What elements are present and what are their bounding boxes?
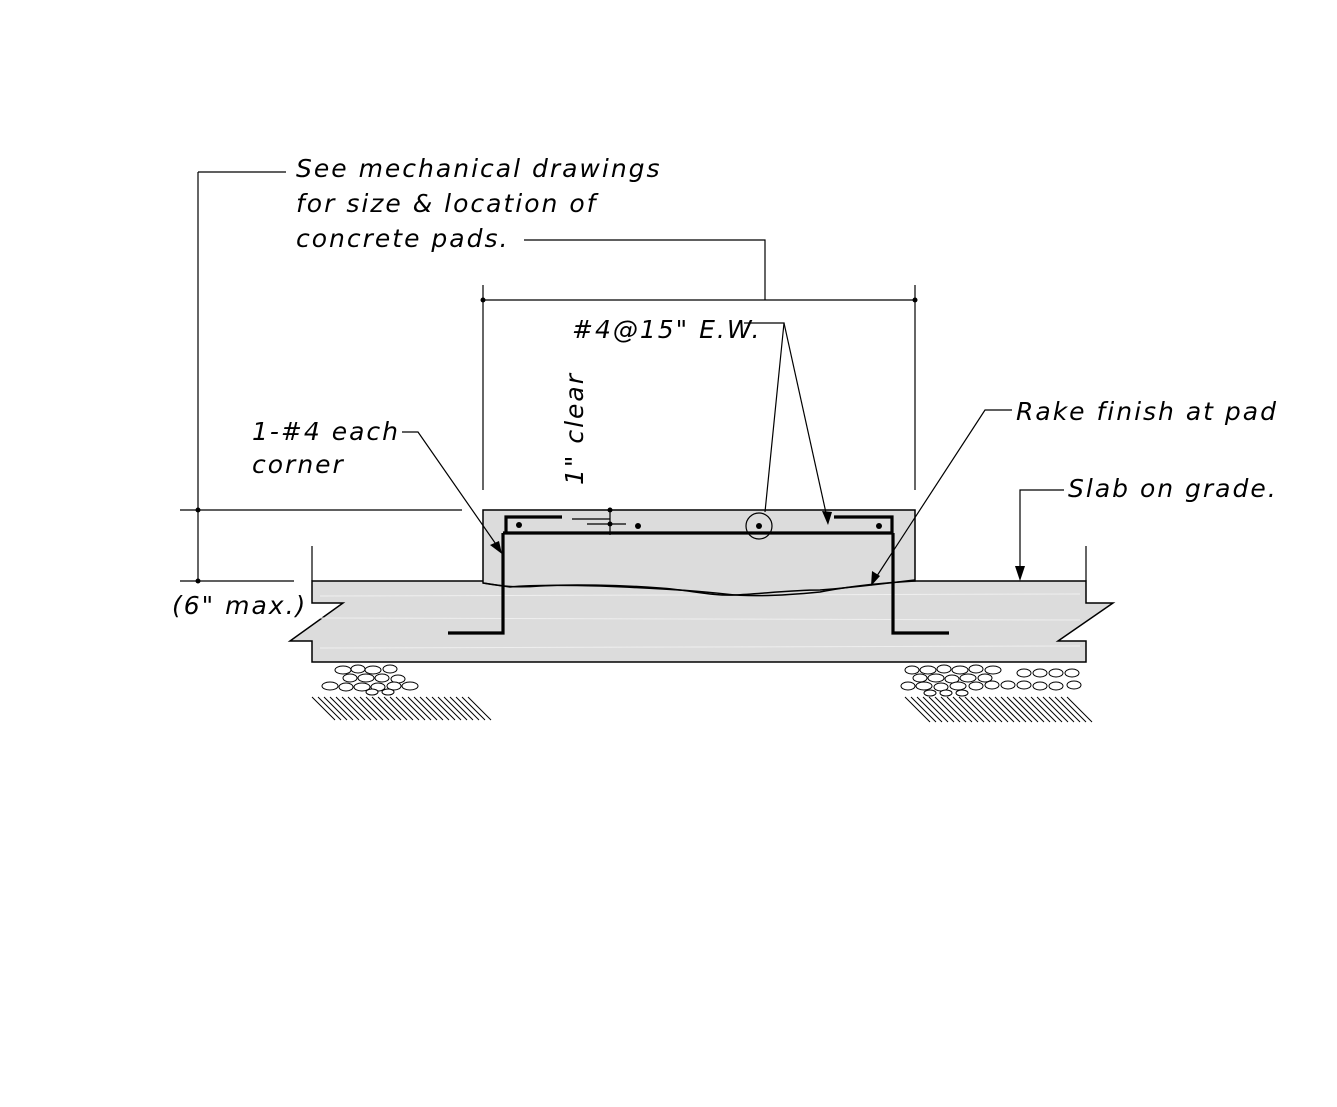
left-corner-rebar-hook bbox=[504, 515, 562, 533]
earth-hatch-line bbox=[976, 696, 1003, 723]
earth-hatch-line bbox=[1048, 696, 1075, 723]
rebar-highlight-circle bbox=[745, 512, 773, 540]
rebar-dot-center bbox=[756, 523, 762, 529]
right-corner-rebar-hook bbox=[834, 515, 894, 533]
earth-hatch-line bbox=[329, 696, 354, 721]
earth-hatch-line bbox=[353, 696, 378, 721]
earth-hatch-line bbox=[1018, 696, 1045, 723]
earth-hatch-line bbox=[1054, 696, 1081, 723]
earth-hatch-line bbox=[934, 696, 961, 723]
earth-hatch-line bbox=[964, 696, 991, 723]
rebar-spacing-leader bbox=[744, 322, 832, 525]
earth-hatch-line bbox=[371, 696, 396, 721]
concrete-pad-section bbox=[482, 509, 916, 597]
earth-hatch-line bbox=[395, 696, 420, 721]
slab-texture bbox=[319, 593, 1081, 649]
earth-hatch-line bbox=[425, 696, 450, 721]
earth-hatch-line bbox=[383, 696, 408, 721]
earth-hatch-line bbox=[1030, 696, 1057, 723]
corner-bar-left bbox=[516, 522, 522, 528]
earth-hatch-line bbox=[341, 696, 366, 721]
rebar-spacing-label: #4@15" E.W. bbox=[572, 315, 761, 344]
corner-bar-right bbox=[876, 523, 882, 529]
earth-hatch-line bbox=[970, 696, 997, 723]
earth-hatch-line bbox=[1012, 696, 1039, 723]
earth-hatch-line bbox=[359, 696, 384, 721]
earth-hatch-line bbox=[311, 696, 336, 721]
earth-hatch-line bbox=[317, 696, 342, 721]
rake-finish-leader bbox=[871, 409, 1012, 586]
earth-hatch-line bbox=[323, 696, 348, 721]
clear-cover-dimension bbox=[572, 507, 626, 535]
earth-hatch-line bbox=[401, 696, 426, 721]
earth-hatch-line bbox=[1000, 696, 1027, 723]
corner-bar-label-line1: 1-#4 each bbox=[252, 417, 400, 446]
earth-hatch-line bbox=[347, 696, 372, 721]
rake-finish-label: Rake finish at pad bbox=[1016, 397, 1278, 426]
earth-hatch-line bbox=[413, 696, 438, 721]
corner-bar-leader bbox=[402, 431, 502, 554]
pad-height-dimension bbox=[180, 171, 462, 584]
rake-finish-joint bbox=[482, 579, 916, 596]
earth-hatch-line bbox=[910, 696, 937, 723]
earth-hatch-line bbox=[994, 696, 1021, 723]
slab-on-grade-section bbox=[287, 580, 1116, 663]
earth-hatch-line bbox=[407, 696, 432, 721]
earth-hatch-line bbox=[335, 696, 360, 721]
gravel-left bbox=[321, 664, 419, 696]
earth-hatch-line bbox=[455, 696, 480, 721]
earth-hatch-line bbox=[946, 696, 973, 723]
earth-hatch-left bbox=[311, 696, 492, 721]
earth-hatch-line bbox=[449, 696, 474, 721]
earth-hatch-line bbox=[1036, 696, 1063, 723]
slab-on-grade-leader bbox=[1015, 489, 1064, 581]
earth-hatch-line bbox=[1060, 696, 1087, 723]
earth-hatch-line bbox=[1024, 696, 1051, 723]
left-dowel-rebar bbox=[448, 533, 505, 635]
earth-hatch-line bbox=[437, 696, 462, 721]
clear-cover-label: 1" clear bbox=[560, 372, 589, 485]
rebar-dot-mid-left bbox=[635, 523, 641, 529]
earth-hatch-line bbox=[928, 696, 955, 723]
earth-hatch-line bbox=[431, 696, 456, 721]
earth-hatch-line bbox=[922, 696, 949, 723]
earth-hatch-line bbox=[389, 696, 414, 721]
mechanical-note-line2: for size & location of bbox=[296, 189, 599, 218]
earth-hatch-line bbox=[904, 696, 931, 723]
earth-hatch-line bbox=[443, 696, 468, 721]
earth-hatch-line bbox=[988, 696, 1015, 723]
earth-hatch-line bbox=[916, 696, 943, 723]
earth-hatch-line bbox=[940, 696, 967, 723]
mechanical-note-line3: concrete pads. bbox=[296, 224, 509, 253]
pad-width-dimension bbox=[480, 239, 918, 490]
earth-hatch-line bbox=[1066, 696, 1093, 723]
earth-hatch-line bbox=[1042, 696, 1069, 723]
right-dowel-rebar bbox=[891, 533, 949, 635]
earth-hatch-line bbox=[419, 696, 444, 721]
mechanical-note-line1: See mechanical drawings bbox=[296, 154, 662, 183]
earth-hatch-line bbox=[958, 696, 985, 723]
earth-hatch-line bbox=[377, 696, 402, 721]
earth-hatch-line bbox=[461, 696, 486, 721]
earth-hatch-line bbox=[365, 696, 390, 721]
gravel-right bbox=[900, 664, 1082, 697]
earth-hatch-line bbox=[467, 696, 492, 721]
earth-hatch-line bbox=[952, 696, 979, 723]
corner-bar-label-line2: corner bbox=[252, 450, 345, 479]
earth-hatch-right bbox=[904, 696, 1093, 723]
slab-on-grade-label: Slab on grade. bbox=[1068, 474, 1278, 503]
earth-hatch-line bbox=[1006, 696, 1033, 723]
earth-hatch-line bbox=[982, 696, 1009, 723]
pad-height-label: (6" max.) bbox=[172, 591, 307, 620]
